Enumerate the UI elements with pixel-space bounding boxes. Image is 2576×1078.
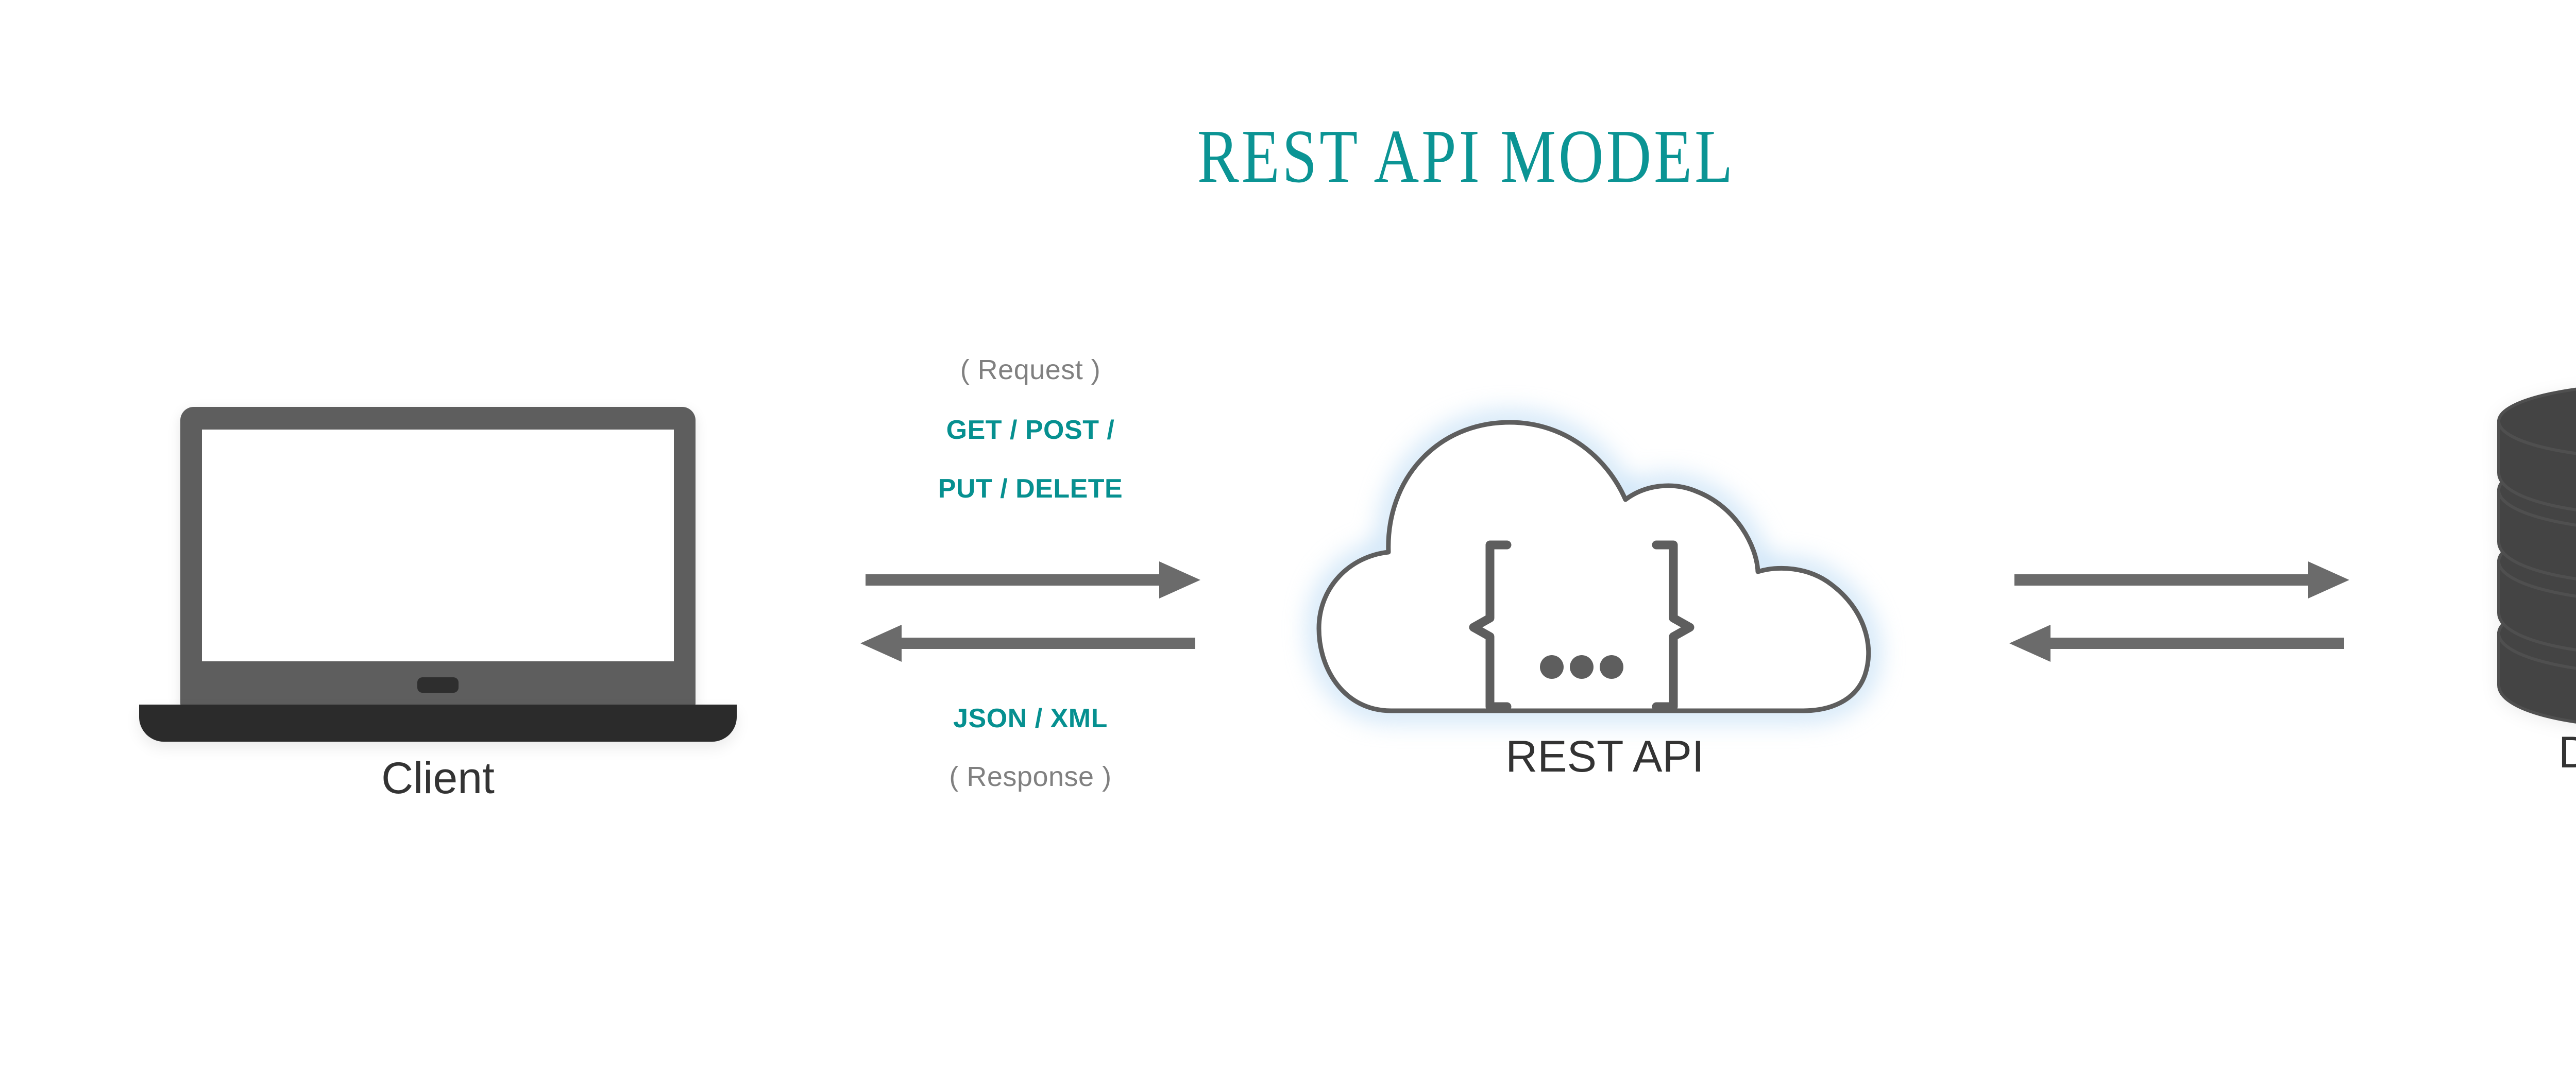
- request-methods-line1: GET / POST /: [946, 415, 1115, 445]
- request-arrow-right: [866, 561, 1200, 598]
- rest-api-label: REST API: [1505, 732, 1704, 781]
- client-api-arrows: [860, 561, 1200, 662]
- request-paren-label: ( Request ): [960, 354, 1101, 385]
- client-api-flow: ( Request ) GET / POST / PUT / DELETE JS…: [850, 354, 1211, 791]
- api-database-arrows: [2009, 561, 2349, 662]
- laptop-screen: [202, 430, 674, 661]
- cloud-icon: [1316, 420, 1871, 713]
- client-label: Client: [381, 754, 495, 803]
- database-label: Database: [2558, 728, 2576, 777]
- page-title: REST API MODEL: [1197, 114, 1736, 199]
- client-node: Client: [139, 407, 737, 803]
- response-arrow-left: [860, 625, 1195, 662]
- laptop-base: [139, 705, 737, 742]
- db-result-arrow-left: [2009, 625, 2344, 662]
- response-format-label: JSON / XML: [953, 704, 1108, 733]
- response-paren-label: ( Response ): [949, 761, 1112, 792]
- db-query-arrow-right: [2014, 561, 2349, 598]
- curly-braces-ellipsis-icon: [1469, 540, 1694, 711]
- database-node: Database: [2473, 381, 2576, 793]
- rest-api-node: REST API: [1283, 391, 1927, 798]
- laptop-trackpad-notch: [417, 677, 459, 693]
- database-cylinder-icon: [2497, 387, 2576, 724]
- request-methods-line2: PUT / DELETE: [938, 474, 1123, 504]
- laptop-icon: [180, 407, 696, 711]
- api-database-flow: [1999, 355, 2360, 783]
